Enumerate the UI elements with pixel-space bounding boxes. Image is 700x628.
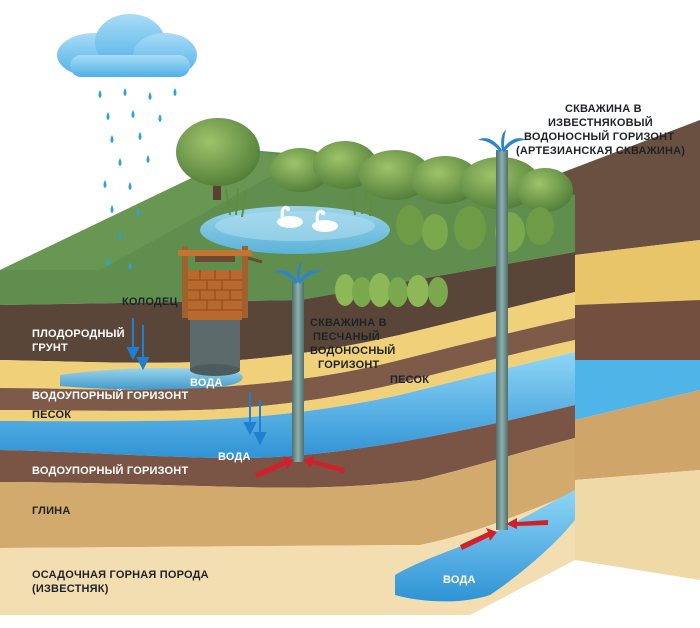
label-aquitard-top: ВОДОУПОРНЫЙ ГОРИЗОНТ: [32, 389, 188, 402]
label-sand-left: ПЕСОК: [32, 409, 71, 421]
label-aquitard-mid: ВОДОУПОРНЫЙ ГОРИЗОНТ: [32, 464, 188, 477]
label-sand-well-line1: СКВАЖИНА В: [310, 317, 387, 329]
raindrop-icon: [128, 262, 132, 270]
flow-arrow-icon: [255, 456, 294, 478]
raindrop-icon: [98, 90, 102, 98]
swan-icon: [312, 209, 338, 232]
raindrop-icon: [103, 180, 107, 188]
label-clay: ГЛИНА: [32, 505, 70, 517]
label-fertile-soil-line2: ГРУНТ: [32, 342, 68, 354]
tree-icon: [396, 205, 554, 252]
label-artesian-line2: ИЗВЕСТНЯКОВЫЙ: [548, 116, 653, 129]
swan-icon: [277, 205, 303, 228]
raindrop-icon: [106, 112, 110, 120]
raindrop-icon: [110, 205, 114, 213]
tree-icon: [270, 141, 573, 212]
rain-cloud-icon: [57, 14, 197, 77]
raindrop-icon: [158, 114, 162, 122]
tree-icon: [335, 273, 448, 307]
label-bedrock-line1: ОСАДОЧНАЯ ГОРНАЯ ПОРОДА: [32, 569, 209, 581]
raindrops: [98, 88, 177, 270]
flow-arrow-icon: [303, 456, 345, 473]
label-sand-well-line2: ПЕСЧАНЫЙ: [313, 330, 380, 343]
reeds: [225, 187, 373, 218]
vegetation: [176, 118, 573, 307]
label-artesian-line4: (АРТЕЗИАНСКАЯ СКВАЖИНА): [516, 145, 685, 157]
raindrop-icon: [173, 88, 177, 96]
layer-aquifer-water: [0, 352, 575, 458]
well-icon: [178, 246, 263, 376]
flow-arrow-icon: [460, 528, 497, 550]
infiltration-arrows: [126, 318, 267, 446]
water-artesian-pocket: [395, 490, 575, 602]
label-water-mid: ВОДА: [218, 451, 251, 463]
label-sand-right: ПЕСОК: [390, 374, 429, 386]
layer-aquitard-mid: [0, 405, 575, 488]
flow-arrow-icon: [253, 400, 267, 446]
flow-arrow-icon: [126, 318, 140, 361]
layer-clay: [0, 438, 575, 548]
raindrop-icon: [123, 88, 127, 96]
tree-icon: [176, 118, 260, 200]
raindrop-icon: [110, 135, 114, 143]
raindrop-icon: [106, 258, 110, 266]
label-fertile-soil-line1: ПЛОДОРОДНЫЙ: [32, 327, 125, 340]
raindrop-icon: [136, 208, 140, 216]
label-sand-well-line3: ВОДОНОСНЫЙ: [310, 344, 396, 357]
label-well: КОЛОДЕЦ: [122, 296, 178, 308]
inflow-arrows: [255, 456, 548, 550]
label-water-bottom: ВОДА: [443, 574, 476, 586]
raindrop-icon: [118, 232, 122, 240]
flow-arrow-icon: [243, 392, 257, 436]
layer-mid-sand: [0, 340, 575, 422]
sand-well-pipe: [274, 262, 322, 462]
label-sand-well-line4: ГОРИЗОНТ: [318, 359, 380, 371]
raindrop-icon: [138, 132, 142, 140]
flow-arrow-icon: [506, 518, 548, 529]
block-side-face: [548, 120, 700, 580]
pond: [200, 206, 390, 254]
label-water-top: ВОДА: [190, 377, 223, 389]
label-artesian-line3: ВОДОНОСНЫЙ ГОРИЗОНТ: [524, 130, 674, 143]
raindrop-icon: [146, 155, 150, 163]
raindrop-icon: [148, 92, 152, 100]
raindrop-icon: [128, 182, 132, 190]
flow-arrow-icon: [136, 325, 150, 371]
raindrop-icon: [118, 158, 122, 166]
water-fountain-icon: [478, 130, 526, 152]
label-bedrock-line2: (ИЗВЕСТНЯК): [32, 583, 109, 595]
layer-aquitard-top: [0, 318, 575, 411]
raindrop-icon: [131, 110, 135, 118]
artesian-well-pipe: [478, 130, 526, 530]
label-artesian-line1: СКВАЖИНА В: [565, 103, 642, 115]
water-fountain-icon: [274, 262, 322, 284]
labels: КОЛОДЕЦ ПЛОДОРОДНЫЙ ГРУНТ ВОДА ВОДОУПОРН…: [32, 103, 685, 595]
front-face-layers: [0, 252, 575, 615]
